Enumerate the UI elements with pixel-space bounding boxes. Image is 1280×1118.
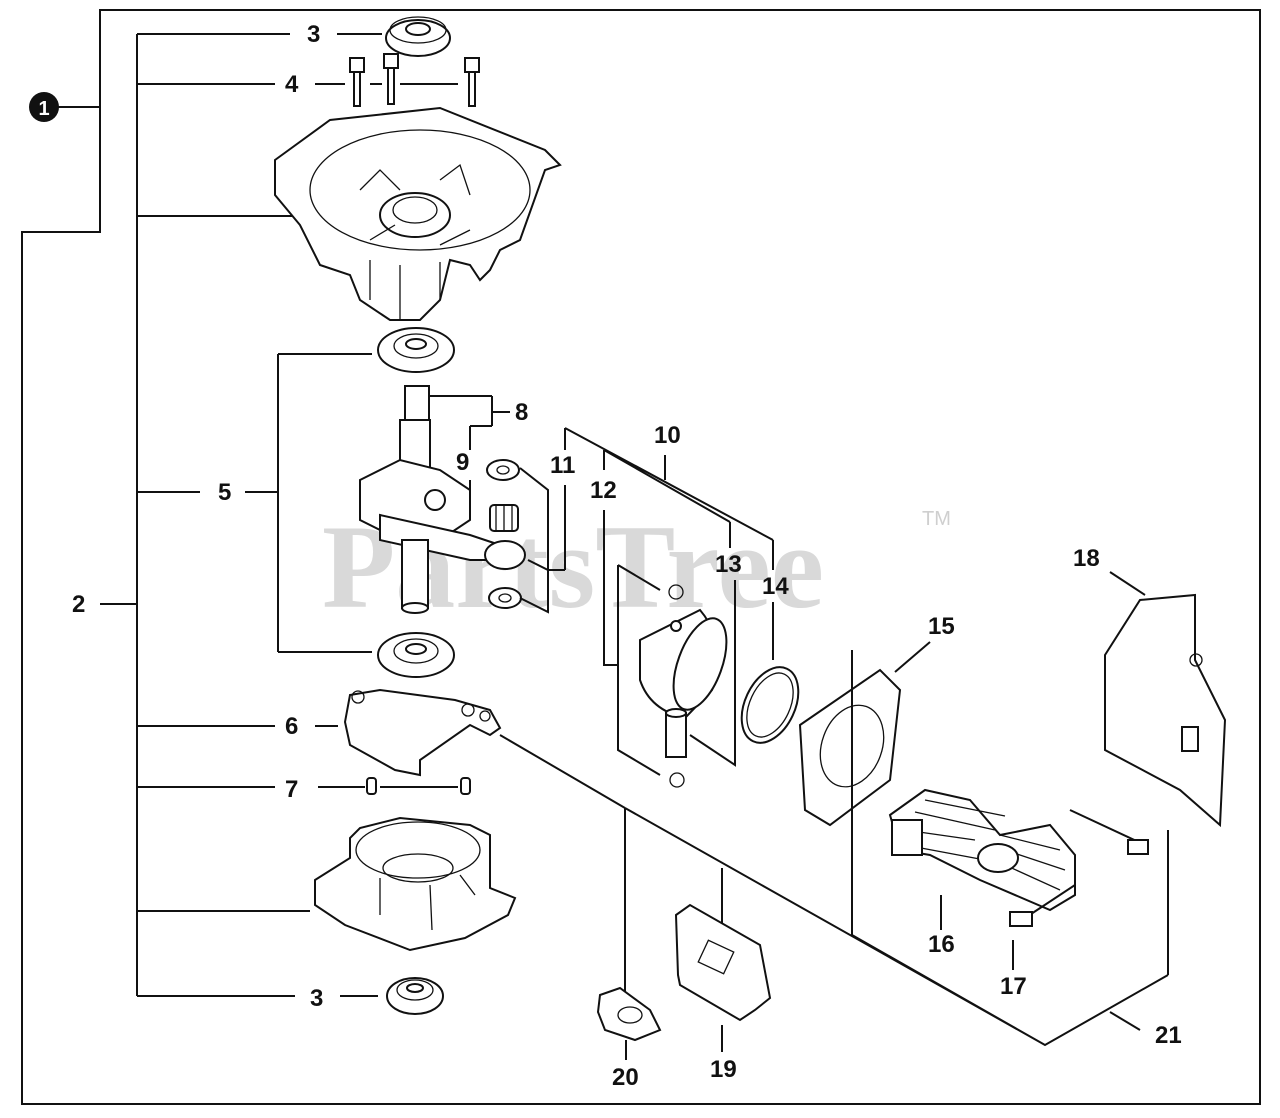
callout-9: 9 [456, 449, 469, 476]
callout-2: 2 [72, 591, 85, 618]
callout-15: 15 [928, 613, 955, 640]
callout-11: 11 [550, 452, 575, 479]
diagram-frame [21, 9, 1261, 1105]
callout-8: 8 [515, 399, 528, 426]
callout-3-bottom: 3 [310, 985, 323, 1012]
cylinder [888, 788, 1076, 912]
insulator-gasket [674, 903, 772, 1022]
callout-16: 16 [928, 931, 955, 958]
screws [349, 53, 480, 107]
cylinder-bolts [1009, 809, 1149, 927]
cylinder-gasket [798, 668, 902, 827]
callout-20: 20 [612, 1064, 639, 1091]
callout-18: 18 [1073, 545, 1100, 572]
callout-12: 12 [590, 477, 617, 504]
callout-13: 13 [715, 551, 742, 578]
callout-7: 7 [285, 776, 298, 803]
bearing-lower [377, 632, 455, 678]
callout-3-top: 3 [307, 21, 320, 48]
watermark-trademark: TM [922, 508, 951, 530]
carburetor-gasket [596, 986, 662, 1042]
crankcase-lower [314, 816, 517, 952]
callout-4: 4 [285, 71, 299, 98]
piston-ring [740, 666, 800, 744]
assembly-callout-badge [29, 92, 59, 122]
crankcase-upper [274, 106, 562, 321]
callout-10: 10 [654, 422, 681, 449]
oil-seal-top [385, 16, 451, 57]
dowel-pins [366, 777, 471, 795]
needle-bearing [489, 504, 519, 532]
crankshaft [359, 385, 526, 614]
callout-6: 6 [285, 713, 298, 740]
bearing-upper [377, 327, 455, 373]
heat-shield-plate [1104, 593, 1227, 828]
callout-17: 17 [1000, 973, 1027, 1000]
piston [639, 584, 728, 788]
assembly-callout-label: 1 [38, 98, 49, 120]
thrust-washers [486, 459, 522, 609]
callout-5: 5 [218, 479, 231, 506]
crankcase-gasket [343, 688, 502, 777]
callout-21: 21 [1155, 1022, 1182, 1049]
callout-14: 14 [762, 573, 789, 600]
callout-19: 19 [710, 1056, 737, 1083]
oil-seal-bottom [386, 977, 444, 1015]
piston-pin [665, 708, 687, 758]
